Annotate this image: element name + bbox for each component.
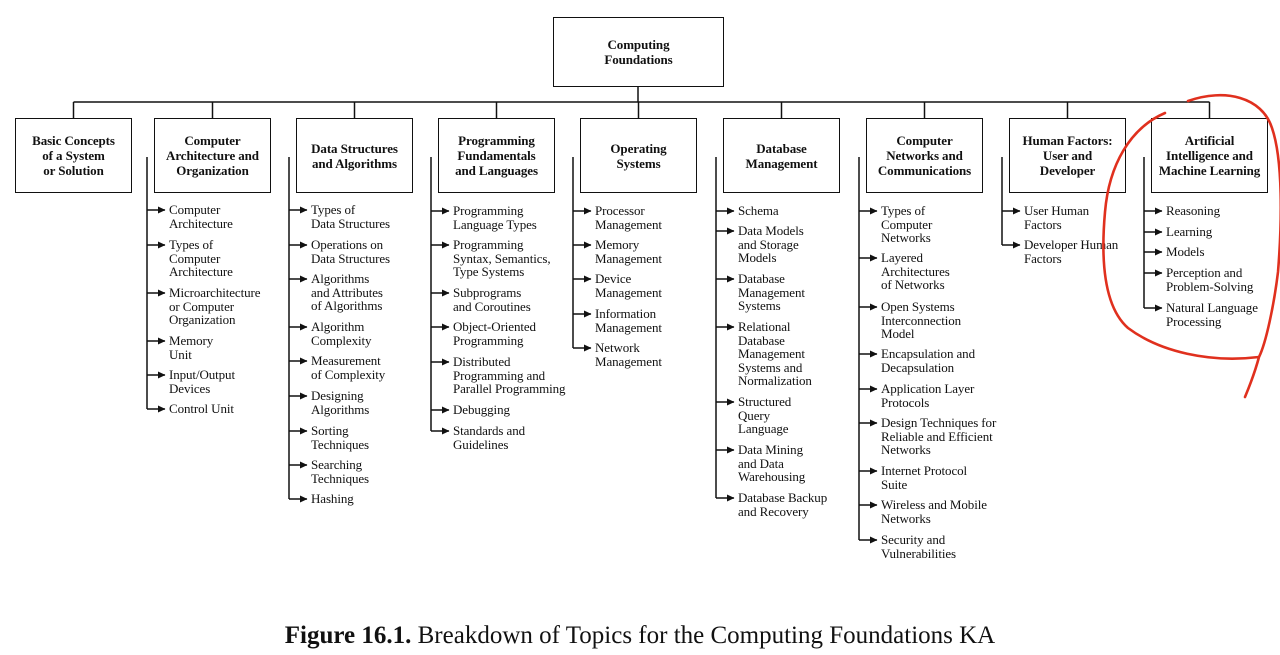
topic-item: Computer Architecture xyxy=(169,202,233,231)
topic-item: Input/Output Devices xyxy=(169,367,235,396)
figure-caption: Figure 16.1. Breakdown of Topics for the… xyxy=(0,622,1280,650)
branch-node: Computer Architecture and Organization xyxy=(154,118,271,193)
topic-item: Programming Syntax, Semantics, Type Syst… xyxy=(453,237,551,279)
caption-label: Figure 16.1. xyxy=(284,622,412,649)
topic-item: Internet Protocol Suite xyxy=(881,463,968,492)
topic-item: Processor Management xyxy=(595,203,662,232)
root-node: Computing Foundations xyxy=(553,17,724,87)
branch-node: Artificial Intelligence and Machine Lear… xyxy=(1151,118,1268,193)
topic-item: Types of Data Structures xyxy=(311,202,391,231)
topic-item: Natural Language Processing xyxy=(1166,300,1258,329)
topic-item: Learning xyxy=(1166,224,1213,239)
branch-node: Computer Networks and Communications xyxy=(866,118,983,193)
topic-item: Network Management xyxy=(595,340,662,369)
topic-item: Perception and Problem-Solving xyxy=(1166,265,1254,294)
topic-item: Database Management Systems xyxy=(738,271,805,313)
topic-item: Open Systems Interconnection Model xyxy=(881,299,962,341)
branch-node: Human Factors: User and Developer xyxy=(1009,118,1126,193)
topic-item: Standards and Guidelines xyxy=(453,423,525,452)
topic-item: Reasoning xyxy=(1166,203,1220,218)
topic-item: Developer Human Factors xyxy=(1024,237,1119,266)
topic-item: Distributed Programming and Parallel Pro… xyxy=(453,354,566,396)
topic-item: Design Techniques for Reliable and Effic… xyxy=(881,415,997,457)
branch-node: Operating Systems xyxy=(580,118,697,193)
topic-item: Device Management xyxy=(595,271,662,300)
topic-item: Algorithm Complexity xyxy=(311,319,372,348)
branch-node: Basic Concepts of a System or Solution xyxy=(15,118,132,193)
branch-node: Data Structures and Algorithms xyxy=(296,118,413,193)
topic-item: Programming Language Types xyxy=(453,203,537,232)
topic-item: Security and Vulnerabilities xyxy=(881,532,956,561)
topic-item: Data Mining and Data Warehousing xyxy=(738,442,806,484)
topic-item: Application Layer Protocols xyxy=(881,381,975,410)
topic-item: Memory Management xyxy=(595,237,662,266)
topic-item: Types of Computer Networks xyxy=(881,203,933,245)
topic-item: Control Unit xyxy=(169,401,234,416)
topic-item: Types of Computer Architecture xyxy=(169,237,233,279)
topic-item: Microarchitecture or Computer Organizati… xyxy=(169,285,261,327)
branch-node: Database Management xyxy=(723,118,840,193)
topic-item: Encapsulation and Decapsulation xyxy=(881,346,975,375)
topic-item: Sorting Techniques xyxy=(311,423,370,452)
topic-item: Wireless and Mobile Networks xyxy=(881,497,987,526)
caption-text: Breakdown of Topics for the Computing Fo… xyxy=(411,622,996,649)
topic-item: Memory Unit xyxy=(169,333,214,362)
topic-item: Algorithms and Attributes of Algorithms xyxy=(311,271,383,313)
branch-node: Programming Fundamentals and Languages xyxy=(438,118,555,193)
topic-item: Operations on Data Structures xyxy=(311,237,391,266)
topic-item: Object-Oriented Programming xyxy=(453,319,536,348)
topic-item: User Human Factors xyxy=(1024,203,1090,232)
topic-item: Information Management xyxy=(595,306,662,335)
topic-item: Designing Algorithms xyxy=(311,388,370,417)
topic-item: Searching Techniques xyxy=(311,457,370,486)
topic-item: Structured Query Language xyxy=(738,394,792,436)
topic-item: Schema xyxy=(738,203,779,218)
topic-item: Measurement of Complexity xyxy=(311,353,386,382)
topic-item: Models xyxy=(1166,244,1205,259)
topic-item: Subprograms and Coroutines xyxy=(453,285,531,314)
topic-item: Data Models and Storage Models xyxy=(738,223,804,265)
topic-item: Hashing xyxy=(311,491,354,506)
topic-item: Debugging xyxy=(453,402,510,417)
topic-item: Relational Database Management Systems a… xyxy=(738,319,812,388)
topic-item: Database Backup and Recovery xyxy=(738,490,828,519)
topic-item: Layered Architectures of Networks xyxy=(881,250,950,292)
